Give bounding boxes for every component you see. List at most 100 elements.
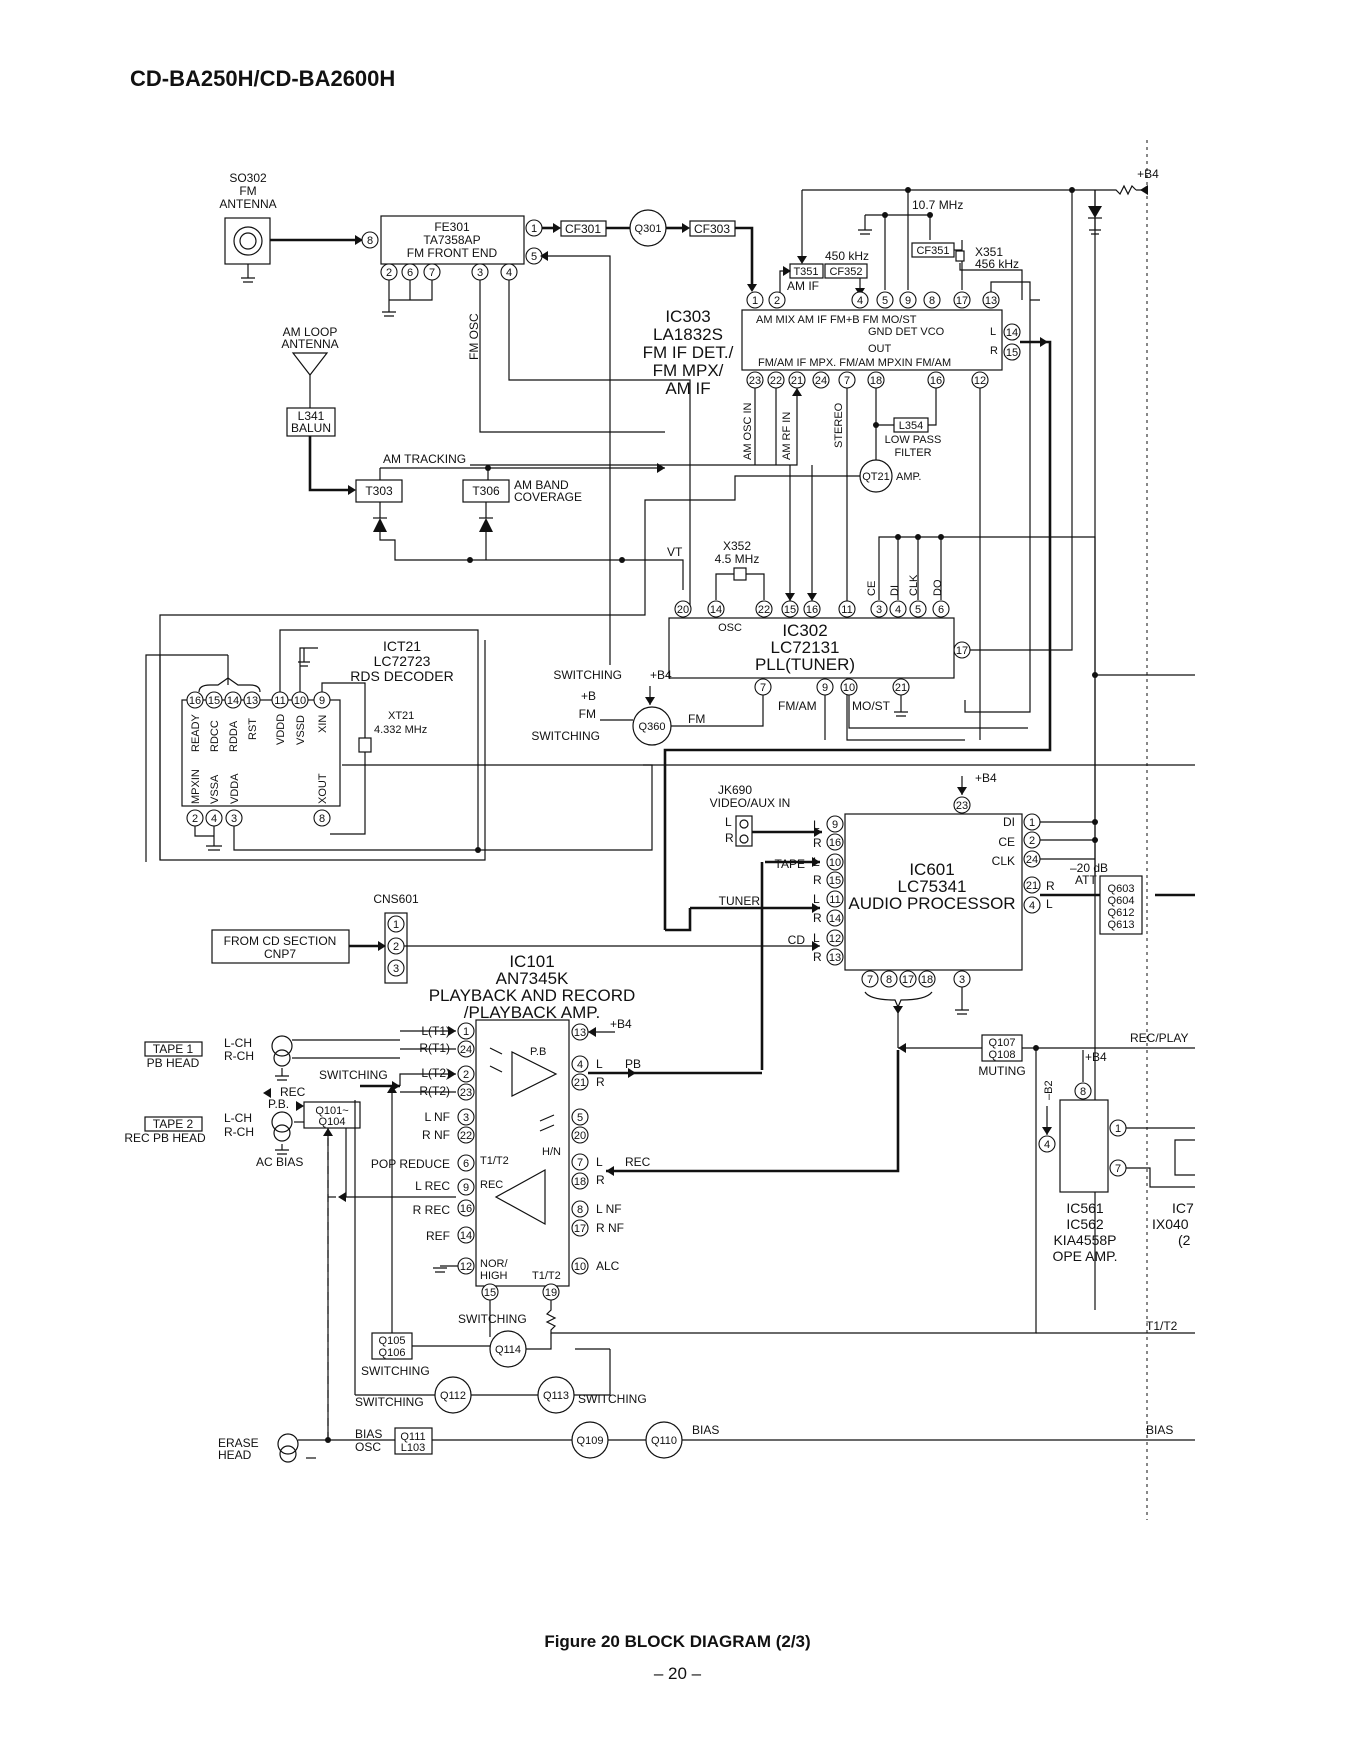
page-number: – 20 – <box>653 1664 702 1683</box>
svg-text:1: 1 <box>1029 817 1035 829</box>
svg-text:1: 1 <box>1115 1123 1121 1135</box>
svg-text:21: 21 <box>791 375 803 387</box>
svg-text:FE301: FE301 <box>434 220 470 234</box>
svg-text:Q612: Q612 <box>1108 907 1135 919</box>
ic101-right-pins: 13 4 21 5 20 7 18 8 17 10 LR LR L NF R N… <box>571 1023 624 1275</box>
svg-text:13: 13 <box>574 1027 586 1039</box>
svg-text:VDDA: VDDA <box>229 773 241 804</box>
svg-text:FM IF DET./: FM IF DET./ <box>643 343 734 362</box>
svg-text:GND DET VCO: GND DET VCO <box>868 326 945 338</box>
svg-text:Q613: Q613 <box>1108 919 1135 931</box>
svg-text:3: 3 <box>477 267 483 279</box>
svg-text:LC72131: LC72131 <box>770 638 839 657</box>
svg-text:3: 3 <box>959 974 965 986</box>
svg-text:13: 13 <box>829 952 841 964</box>
svg-text:REC: REC <box>480 1179 503 1191</box>
svg-text:15: 15 <box>208 695 220 707</box>
svg-text:R: R <box>725 831 734 845</box>
svg-text:5: 5 <box>577 1112 583 1124</box>
svg-text:+B4: +B4 <box>1137 167 1159 181</box>
svg-text:L: L <box>813 931 820 945</box>
svg-text:7: 7 <box>1115 1163 1121 1175</box>
svg-text:L354: L354 <box>899 420 923 432</box>
svg-text:9: 9 <box>822 682 828 694</box>
svg-text:IX040: IX040 <box>1152 1216 1189 1232</box>
svg-text:5: 5 <box>882 295 888 307</box>
svg-text:AM RF IN: AM RF IN <box>781 412 793 460</box>
svg-text:AM BAND: AM BAND <box>514 478 569 492</box>
svg-text:R NF: R NF <box>422 1128 450 1142</box>
svg-text:OSC: OSC <box>718 622 742 634</box>
ic601-pins: 9 16 10 15 11 14 12 13 1 2 24 21 4 7 8 1… <box>826 813 1041 988</box>
svg-text:TAPE 1: TAPE 1 <box>153 1042 194 1056</box>
svg-text:19: 19 <box>545 1287 557 1299</box>
svg-text:FM FRONT END: FM FRONT END <box>407 246 498 260</box>
svg-text:TUNER: TUNER <box>719 894 761 908</box>
svg-text:Q104: Q104 <box>319 1116 346 1128</box>
svg-text:2: 2 <box>386 267 392 279</box>
svg-text:MPXIN: MPXIN <box>190 769 202 804</box>
svg-text:SWITCHING: SWITCHING <box>361 1364 430 1378</box>
q111-l103-bias-osc <box>394 1427 433 1455</box>
cf352-filter <box>824 263 868 279</box>
svg-text:3: 3 <box>463 1112 469 1124</box>
svg-text:14: 14 <box>1006 327 1018 339</box>
tape2-head-icon <box>271 1111 293 1133</box>
svg-text:CF303: CF303 <box>694 222 730 236</box>
svg-text:18: 18 <box>921 974 933 986</box>
svg-text:CD: CD <box>788 933 806 947</box>
svg-text:LA1832S: LA1832S <box>653 325 723 344</box>
svg-text:10.7 MHz: 10.7 MHz <box>912 198 963 212</box>
erase-head-icon <box>277 1433 299 1455</box>
svg-text:L: L <box>1046 897 1053 911</box>
svg-text:4: 4 <box>895 604 901 616</box>
svg-text:FM/AM IF MPX. FM/AM MPX: FM/AM IF MPX. FM/AM MPXIN FM/AM <box>758 357 951 369</box>
svg-text:AC BIAS: AC BIAS <box>256 1155 303 1169</box>
svg-text:+B4: +B4 <box>610 1017 632 1031</box>
svg-text:CF352: CF352 <box>829 266 862 278</box>
svg-text:ATT: ATT <box>1075 873 1097 887</box>
svg-text:CLK: CLK <box>992 854 1015 868</box>
svg-text:SWITCHING: SWITCHING <box>319 1068 388 1082</box>
svg-text:COVERAGE: COVERAGE <box>514 490 582 504</box>
svg-text:L103: L103 <box>401 1442 425 1454</box>
svg-text:4: 4 <box>1044 1139 1050 1151</box>
svg-text:L REC: L REC <box>415 1179 450 1193</box>
svg-text:REC PB HEAD: REC PB HEAD <box>124 1131 206 1145</box>
svg-text:RDS DECODER: RDS DECODER <box>350 668 453 684</box>
svg-text:Q301: Q301 <box>635 223 662 235</box>
svg-text:IC562: IC562 <box>1066 1216 1104 1232</box>
svg-text:RDCC: RDCC <box>209 720 221 752</box>
ic601-block: IC601 LC75341 AUDIO PROCESSOR DI CE CLK <box>844 813 1023 971</box>
svg-text:JK690: JK690 <box>718 783 752 797</box>
svg-text:SWITCHING: SWITCHING <box>531 729 600 743</box>
svg-text:Q110: Q110 <box>651 1435 677 1447</box>
svg-text:AUDIO PROCESSOR: AUDIO PROCESSOR <box>848 894 1015 913</box>
svg-text:L-CH: L-CH <box>224 1111 252 1125</box>
ic101-block: IC101 AN7345K PLAYBACK AND RECORD /PLAYB… <box>429 952 635 1287</box>
svg-text:11: 11 <box>274 695 285 707</box>
svg-text:6: 6 <box>938 604 944 616</box>
svg-text:MUTING: MUTING <box>978 1064 1025 1078</box>
svg-text:T306: T306 <box>472 484 500 498</box>
svg-text:ANTENNA: ANTENNA <box>281 337 338 351</box>
svg-text:QT21: QT21 <box>862 471 890 483</box>
svg-text:16: 16 <box>829 837 841 849</box>
svg-text:AN7345K: AN7345K <box>496 969 569 988</box>
svg-text:REC/PLAY: REC/PLAY <box>1130 1031 1188 1045</box>
from-cd-section-box <box>211 929 350 964</box>
svg-text:5: 5 <box>531 251 537 263</box>
svg-text:FM/AM: FM/AM <box>778 699 817 713</box>
svg-text:R: R <box>813 873 822 887</box>
svg-text:LOW PASS: LOW PASS <box>885 434 942 446</box>
svg-text:NOR/: NOR/ <box>480 1258 508 1270</box>
svg-text:+B: +B <box>581 689 596 703</box>
svg-text:AM IF: AM IF <box>787 279 819 293</box>
svg-text:13: 13 <box>246 695 258 707</box>
svg-text:L: L <box>596 1155 603 1169</box>
svg-text:21: 21 <box>574 1077 586 1089</box>
svg-text:14: 14 <box>710 604 722 616</box>
svg-text:+B4: +B4 <box>975 771 997 785</box>
svg-text:OSC: OSC <box>355 1440 381 1454</box>
ic561-ic562-block <box>1059 1099 1109 1193</box>
